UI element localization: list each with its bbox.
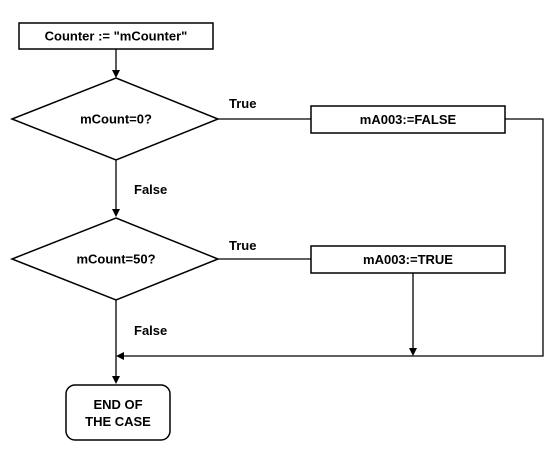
end-terminal-label-line2: THE CASE bbox=[85, 414, 151, 429]
arrowhead-icon bbox=[112, 70, 120, 78]
end-terminal: END OF THE CASE bbox=[65, 384, 171, 441]
arrowhead-icon bbox=[409, 348, 417, 356]
edge-label-decision1-true: True bbox=[229, 96, 256, 111]
action-set-true: mA003:=TRUE bbox=[310, 245, 506, 274]
decision-mcount-0-label: mCount=0? bbox=[80, 112, 152, 127]
edge-action1-return bbox=[124, 118, 544, 357]
edge-label-decision2-false: False bbox=[134, 323, 167, 338]
decision-mcount-0: mCount=0? bbox=[9, 77, 221, 161]
action-set-false-label: mA003:=FALSE bbox=[360, 112, 457, 127]
assign-box: Counter := "mCounter" bbox=[18, 22, 214, 50]
edge-label-decision1-false: False bbox=[134, 182, 167, 197]
action-set-true-label: mA003:=TRUE bbox=[363, 252, 453, 267]
edge-label-decision2-true: True bbox=[229, 238, 256, 253]
action-set-false: mA003:=FALSE bbox=[310, 105, 506, 134]
arrowhead-icon bbox=[116, 352, 124, 360]
decision-mcount-50: mCount=50? bbox=[9, 217, 221, 301]
assign-box-label: Counter := "mCounter" bbox=[45, 29, 188, 44]
arrowhead-icon bbox=[112, 209, 120, 217]
decision-mcount-50-label: mCount=50? bbox=[76, 252, 155, 267]
end-terminal-label-line1: END OF bbox=[93, 397, 142, 412]
connectors bbox=[112, 49, 544, 384]
arrowhead-icon bbox=[112, 376, 120, 384]
